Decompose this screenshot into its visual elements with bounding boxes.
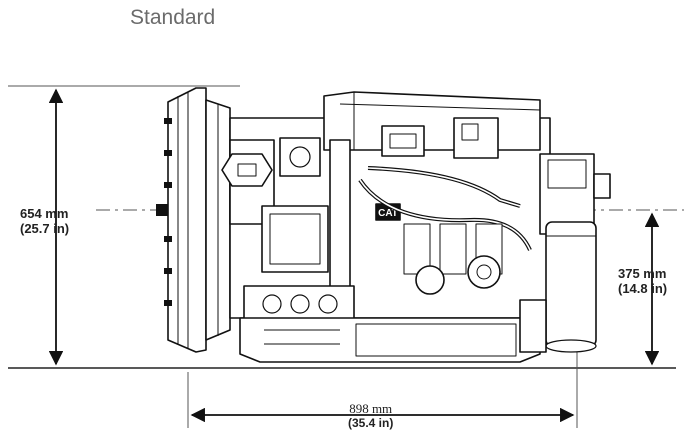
length-dimension-label: 898 mm (35.4 in): [348, 401, 394, 431]
length-in: (35.4 in): [348, 416, 394, 430]
housing-bolts: [156, 118, 172, 306]
height-in: (25.7 in): [20, 221, 70, 236]
fuel-filter-canister: [545, 221, 597, 347]
rear-mount-bracket: [593, 173, 611, 199]
dimension-arrows: [48, 88, 660, 423]
length-mm: 898 mm: [349, 401, 393, 416]
engine-side-view: CAT: [156, 87, 611, 363]
centerline-height-mm: 375 mm: [618, 266, 667, 281]
rear-lower-support: [519, 299, 547, 353]
centerline-height-dimension-label: 375 mm (14.8 in): [618, 266, 667, 296]
view-title: Standard: [130, 6, 216, 29]
height-dimension-label: 654 mm (25.7 in): [20, 206, 69, 236]
flywheel-housing: [167, 87, 207, 353]
valve-cover: [323, 91, 541, 151]
turbo-pipe: [329, 139, 351, 291]
cat-logo-text: CAT: [378, 208, 398, 219]
block-cavity-2: [439, 223, 467, 275]
block-cavity-1: [403, 223, 431, 275]
height-mm: 654 mm: [20, 206, 69, 221]
starter-motor: [415, 265, 445, 295]
centerline-height-in: (14.8 in): [618, 281, 668, 296]
